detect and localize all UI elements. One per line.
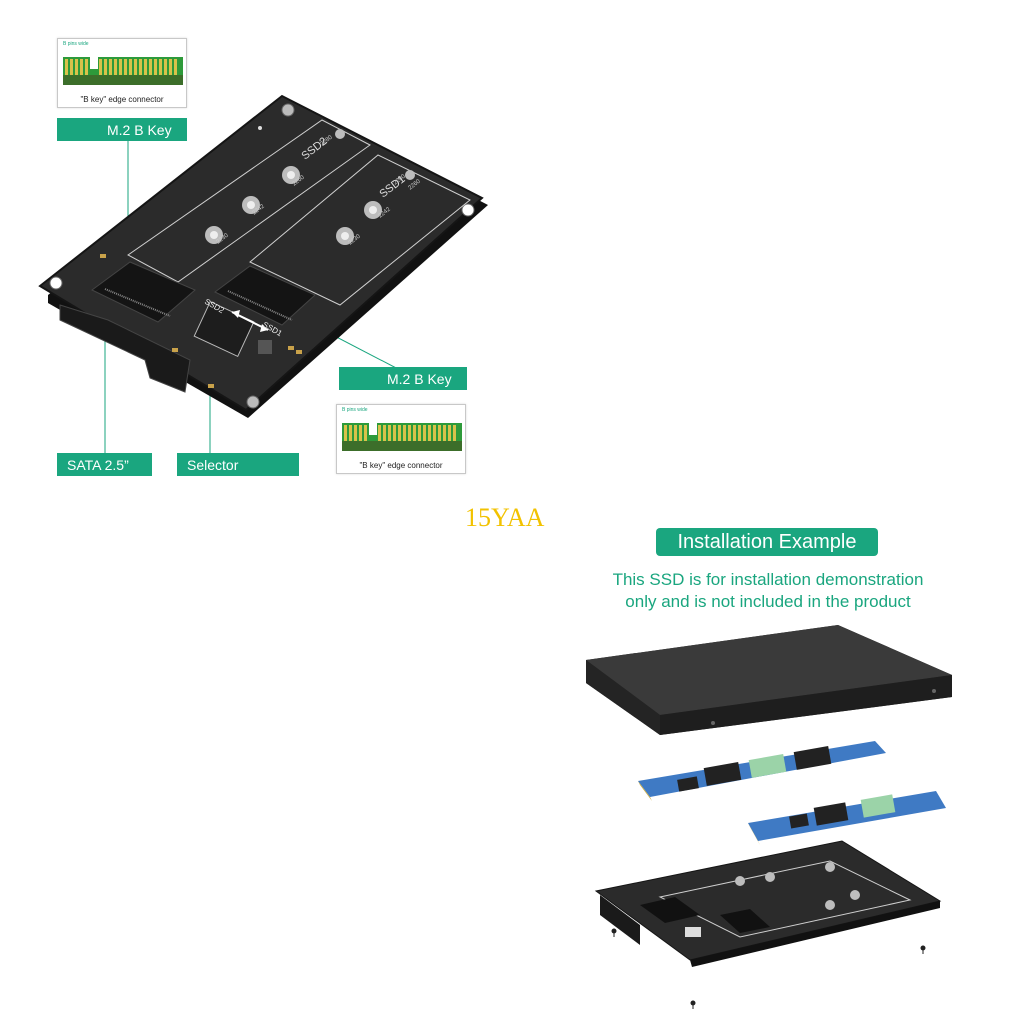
- installation-note-line1: This SSD is for installation demonstrati…: [612, 570, 924, 589]
- installation-note: This SSD is for installation demonstrati…: [590, 569, 946, 613]
- sata-label: SATA 2.5”: [57, 453, 152, 476]
- m2-b-key-label-top: M.2 B Key: [57, 118, 187, 141]
- edge-connector-caption: "B key" edge connector: [80, 95, 164, 104]
- m2-b-key-label-top-text: M.2 B Key: [107, 121, 172, 138]
- edge-connector-pin-note-bottom: B pins wide: [342, 407, 368, 413]
- selector-label-text: Selector: [187, 456, 239, 473]
- installation-title-text: Installation Example: [677, 530, 857, 553]
- edge-connector-illustration: [63, 53, 183, 85]
- edge-connector-callout-bottom: B pins wide "B key" edge connector: [336, 404, 466, 474]
- edge-connector-caption-bottom: "B key" edge connector: [359, 461, 443, 470]
- edge-connector-callout-top: B pins wide "B key" edge connector: [57, 38, 187, 108]
- m2-to-sata-adapter-board: SSD2 2280 2260 2242 2230 SSD1 2280 2260 …: [38, 94, 488, 455]
- watermark: 15YAA: [465, 503, 545, 532]
- installation-note-line2: only and is not included in the product: [625, 592, 911, 611]
- installation-title: Installation Example: [656, 528, 878, 556]
- m2-b-key-label-right: M.2 B Key: [339, 367, 467, 390]
- installation-exploded-view: [586, 625, 952, 1009]
- edge-connector-illustration-bottom: [342, 419, 462, 451]
- selector-label: Selector: [177, 453, 299, 476]
- edge-connector-pin-note: B pins wide: [63, 41, 89, 47]
- sata-label-text: SATA 2.5”: [67, 456, 129, 473]
- m2-b-key-label-right-text: M.2 B Key: [387, 370, 452, 387]
